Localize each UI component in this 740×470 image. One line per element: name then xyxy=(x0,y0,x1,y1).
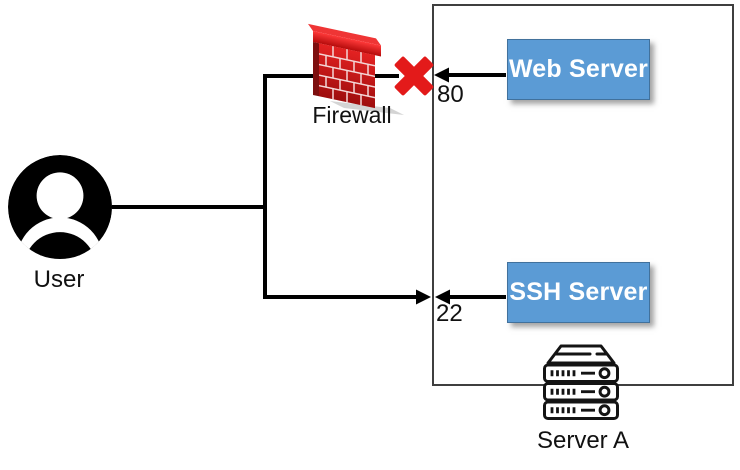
server-rack-icon xyxy=(543,344,619,420)
ssh-server-label: SSH Server xyxy=(509,278,648,306)
blocked-x-icon xyxy=(394,56,434,96)
firewall-label: Firewall xyxy=(312,102,392,128)
user-icon xyxy=(8,155,113,260)
arrow-left-web-icon xyxy=(434,67,449,83)
arrow-left-ssh-icon xyxy=(435,289,450,305)
port-22-label: 22 xyxy=(436,300,463,327)
port-80-label: 80 xyxy=(437,81,464,108)
web-server-node: Web Server xyxy=(507,39,650,100)
arrowheads xyxy=(416,67,450,305)
web-server-label: Web Server xyxy=(508,55,649,83)
server-a-label: Server A xyxy=(536,427,630,454)
ssh-server-node: SSH Server xyxy=(507,262,650,323)
firewall-shadow xyxy=(330,101,404,115)
firewall-icon xyxy=(308,23,404,115)
user-label: User xyxy=(33,266,85,293)
arrow-right-icon xyxy=(416,289,431,305)
